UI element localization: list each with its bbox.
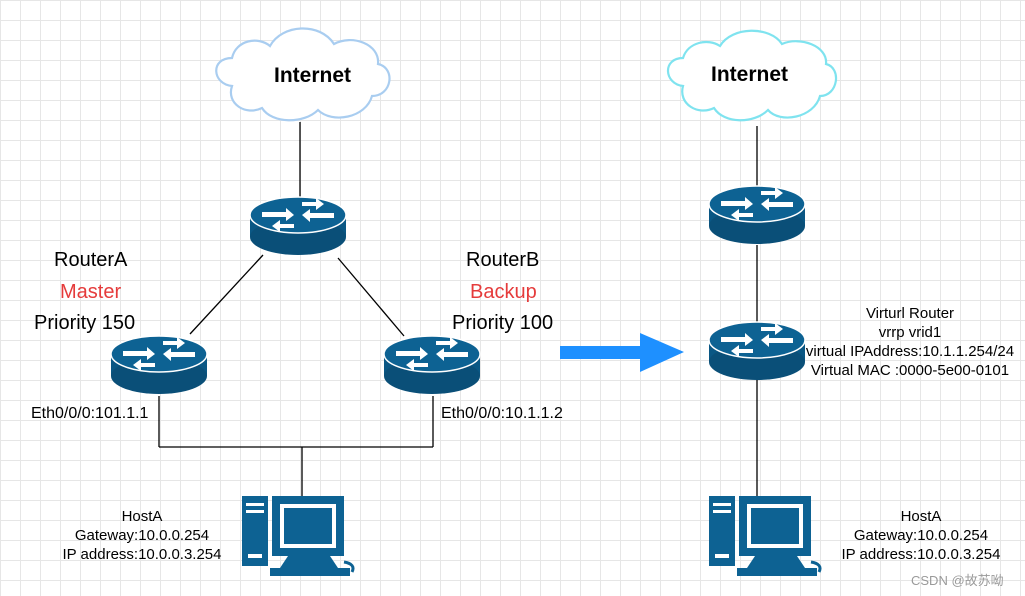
router-a-priority: Priority 150 bbox=[34, 312, 136, 334]
cloud-icon bbox=[667, 29, 837, 122]
router-icon bbox=[708, 321, 806, 381]
virtual-router-vrid: vrrp vrid1 bbox=[878, 324, 942, 341]
virtual-router-title: Virturl Router bbox=[865, 305, 955, 322]
host-a-info-left: HostA Gateway:10.0.0.254 IP address:10.0… bbox=[50, 507, 234, 564]
router-b-priority: Priority 100 bbox=[452, 312, 554, 334]
computer-icon bbox=[707, 494, 822, 578]
virtual-router-info: Virturl Router vrrp vrid1 virtual IPAddr… bbox=[800, 304, 1020, 380]
host-gateway: Gateway:10.0.0.254 bbox=[74, 527, 210, 544]
router-a-role: Master bbox=[60, 281, 122, 303]
router-b-interface: Eth0/0/0:10.1.1.2 bbox=[441, 405, 563, 422]
computer-icon bbox=[240, 494, 355, 578]
router-b-role: Backup bbox=[470, 281, 537, 303]
router-a-interface: Eth0/0/0:101.1.1 bbox=[31, 405, 149, 422]
arrow-right-icon bbox=[560, 333, 684, 372]
host-ip: IP address:10.0.0.3.254 bbox=[62, 546, 222, 563]
host-gateway: Gateway:10.0.0.254 bbox=[853, 527, 989, 544]
router-icon bbox=[249, 196, 347, 256]
host-name: HostA bbox=[121, 508, 163, 525]
router-icon bbox=[383, 335, 481, 395]
left-links bbox=[158, 122, 434, 498]
host-ip: IP address:10.0.0.3.254 bbox=[841, 546, 1001, 563]
cloud-icon bbox=[215, 27, 391, 122]
router-b-name: RouterB bbox=[466, 249, 540, 271]
virtual-router-mac: Virtual MAC :0000-5e00-0101 bbox=[810, 362, 1010, 379]
virtual-router-ip: virtual IPAddress:10.1.1.254/24 bbox=[805, 343, 1015, 360]
router-a-name: RouterA bbox=[54, 249, 128, 271]
router-icon bbox=[708, 185, 806, 245]
watermark: CSDN @故苏呦 bbox=[911, 573, 1004, 588]
host-a-info-right: HostA Gateway:10.0.0.254 IP address:10.0… bbox=[827, 507, 1015, 564]
host-name: HostA bbox=[900, 508, 942, 525]
cloud-label: Internet bbox=[711, 63, 789, 86]
router-icon bbox=[110, 335, 208, 395]
cloud-label: Internet bbox=[274, 64, 352, 87]
